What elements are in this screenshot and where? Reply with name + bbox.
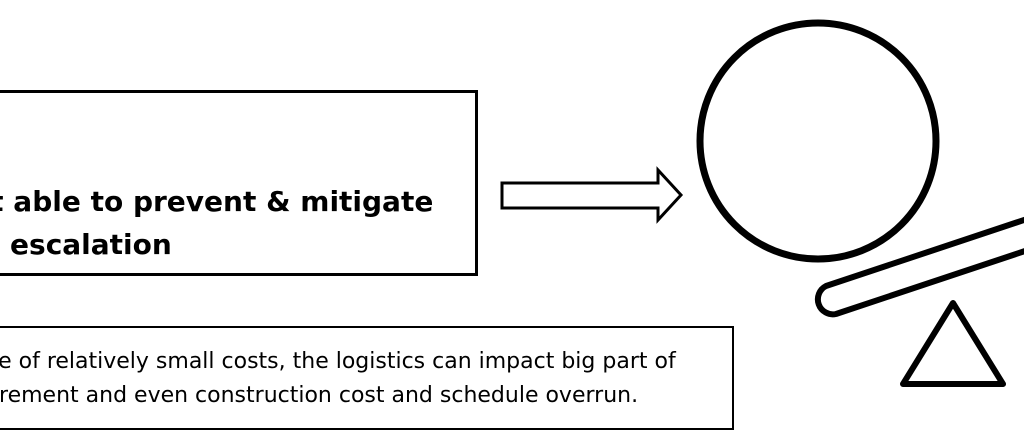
statement-line-2: ost escalation xyxy=(0,228,172,261)
statement-line-1: not able to prevent & mitigate xyxy=(0,185,434,218)
statement-box xyxy=(0,90,478,276)
explanation-line-2: procurement and even construction cost a… xyxy=(0,383,639,408)
balance-fulcrum-icon xyxy=(900,300,1006,387)
balance-ball-icon xyxy=(696,19,940,263)
explanation-box xyxy=(0,326,734,430)
seesaw-balance-icon xyxy=(696,19,1024,387)
statement-text: not able to prevent & mitigate ost escal… xyxy=(0,180,451,266)
balance-plank-icon xyxy=(814,216,1024,318)
explanation-line-1: n spite of relatively small costs, the l… xyxy=(0,349,676,374)
explanation-text: n spite of relatively small costs, the l… xyxy=(0,345,737,413)
right-arrow-icon xyxy=(500,166,684,224)
